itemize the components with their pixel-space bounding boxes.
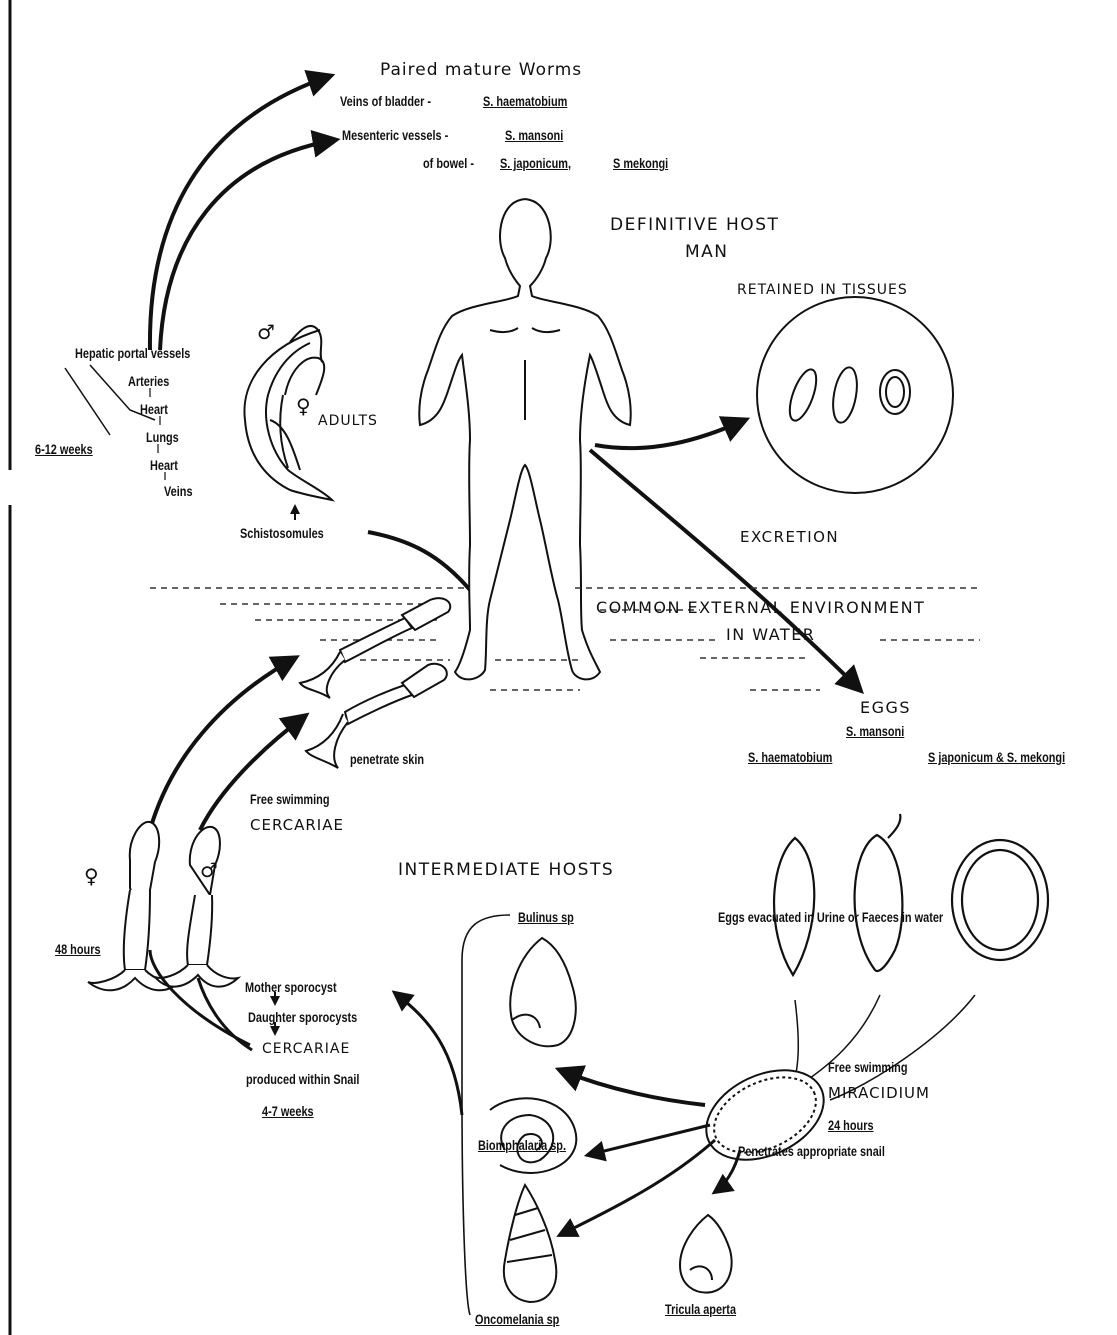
snail-tricula — [680, 1215, 732, 1293]
label-s-japonicum-mekongi: S japonicum & S. mekongi — [928, 750, 1065, 764]
label-veins: Veins — [164, 484, 193, 498]
arrow-to-mesenteric — [160, 140, 335, 350]
snail-biomphalaria — [490, 1098, 576, 1173]
label-eggs: EGGS — [860, 700, 911, 716]
label-man: MAN — [685, 244, 729, 261]
snail-bulinus — [510, 938, 575, 1046]
label-miracidium: MIRACIDIUM — [828, 1086, 930, 1101]
female-symbol-cercaria: ♀ — [84, 866, 99, 886]
arrow-snail-to-cercaria2 — [198, 978, 252, 1050]
arrow-cercaria-2 — [200, 716, 305, 830]
label-mother-sporocyst: Mother sporocyst — [245, 980, 337, 994]
label-penetrates-snail: Penetrates appropriate snail — [738, 1144, 885, 1158]
label-in-water: IN WATER — [726, 627, 815, 643]
label-of-bowel: of bowel - — [423, 156, 474, 170]
label-lungs: Lungs — [146, 430, 179, 444]
label-oncomelania: Oncomelania sp — [475, 1312, 559, 1326]
male-symbol-cercaria: ♂ — [200, 860, 218, 880]
paired-worms-title: Paired mature Worms — [380, 62, 582, 79]
label-48-hours: 48 hours — [55, 942, 101, 956]
label-biomphalaria: Biomphalaria sp. — [478, 1138, 566, 1152]
label-s-mansoni-2: S. mansoni — [846, 724, 904, 738]
label-tricula: Tricula aperta — [665, 1302, 736, 1316]
label-excretion: EXCRETION — [740, 530, 839, 545]
label-daughter-sporocysts: Daughter sporocysts — [248, 1010, 357, 1024]
label-s-haematobium-2: S. haematobium — [748, 750, 832, 764]
arrow-to-biomphalaria — [588, 1125, 710, 1155]
label-4-7-weeks: 4-7 weeks — [262, 1104, 314, 1118]
label-s-japonicum-1: S. japonicum, — [500, 156, 571, 170]
label-produced-within-snail: produced within Snail — [246, 1072, 359, 1086]
label-hepatic: Hepatic portal vessels — [75, 346, 190, 360]
label-common-env: COMMON EXTERNAL ENVIRONMENT — [596, 600, 925, 616]
label-definitive-host: DEFINITIVE HOST — [610, 217, 779, 234]
eggs-in-water — [774, 814, 1048, 975]
label-s-haematobium-1: S. haematobium — [483, 94, 567, 108]
chain-line-weeks — [65, 368, 110, 435]
label-cercariae-1: CERCARIAE — [250, 818, 344, 833]
label-veins-bladder: Veins of bladder - — [340, 94, 431, 108]
label-adults: ADULTS — [318, 414, 378, 428]
label-free-swimming-1: Free swimming — [250, 792, 329, 806]
label-arteries: Arteries — [128, 374, 169, 388]
male-symbol-adult: ♂ — [257, 322, 275, 342]
cercariae-free — [88, 822, 238, 990]
arrow-to-oncomelania — [560, 1140, 715, 1235]
retained-eggs — [784, 366, 910, 425]
retained-circle — [757, 297, 953, 493]
label-penetrate-skin: penetrate skin — [350, 752, 424, 766]
arrow-to-retained — [595, 420, 745, 448]
label-24-hours: 24 hours — [828, 1118, 874, 1132]
label-schistosomules: Schistosomules — [240, 526, 324, 540]
arrow-to-bulinus — [560, 1070, 705, 1105]
arrow-to-sporocyst — [395, 993, 462, 1115]
label-s-mekongi-1: S mekongi — [613, 156, 668, 170]
label-eggs-evacuated: Eggs evacuated in Urine or Faeces in wat… — [718, 910, 943, 924]
label-heart-1: Heart — [140, 402, 168, 416]
snail-oncomelania — [504, 1185, 556, 1302]
label-bulinus: Bulinus sp — [518, 910, 574, 924]
label-intermediate-hosts: INTERMEDIATE HOSTS — [398, 862, 614, 879]
label-heart-2: Heart — [150, 458, 178, 472]
arrow-to-bladder — [150, 76, 330, 350]
arrow-schistosomules — [368, 532, 470, 590]
label-cercariae-2: CERCARIAE — [262, 1042, 350, 1056]
label-retained: RETAINED IN TISSUES — [737, 283, 908, 297]
cercariae-at-skin — [300, 598, 450, 768]
label-free-swimming-2: Free swimming — [828, 1060, 907, 1074]
label-mesenteric: Mesenteric vessels - — [342, 128, 448, 142]
label-s-mansoni-1: S. mansoni — [505, 128, 563, 142]
label-6-12-weeks: 6-12 weeks — [35, 442, 93, 456]
female-symbol-adult: ♀ — [296, 396, 311, 416]
